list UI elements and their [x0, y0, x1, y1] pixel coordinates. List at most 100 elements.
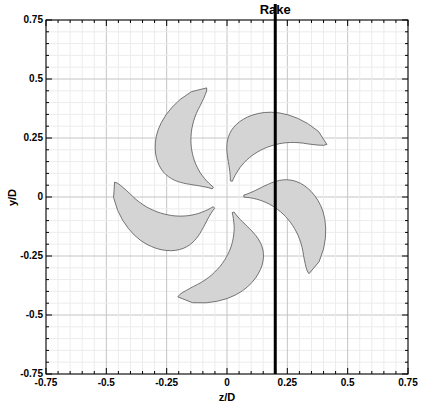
grid-line: [46, 31, 408, 32]
tick: [405, 303, 408, 304]
tick: [46, 20, 47, 26]
tick: [106, 20, 107, 26]
x-tick-label: -0.75: [35, 377, 58, 389]
tick: [299, 371, 300, 374]
tick: [130, 371, 131, 374]
tick: [275, 371, 276, 374]
tick: [130, 20, 131, 23]
tick: [383, 371, 384, 374]
grid-line: [323, 20, 324, 374]
tick: [46, 31, 49, 32]
y-tick-label: -0.25: [20, 250, 43, 262]
tick: [46, 138, 52, 139]
tick: [94, 20, 95, 23]
grid-line: [46, 67, 408, 68]
axis-title: y/D: [7, 188, 20, 205]
tick: [214, 371, 215, 374]
tick: [359, 371, 360, 374]
tick: [154, 20, 155, 23]
tick: [46, 185, 49, 186]
tick: [405, 173, 408, 174]
blade-outline: [114, 182, 215, 251]
grid-line: [46, 173, 408, 174]
tick: [402, 256, 408, 257]
tick: [46, 43, 49, 44]
tick: [46, 338, 49, 339]
grid-line: [383, 20, 384, 374]
tick: [227, 368, 228, 374]
grid: [46, 20, 408, 374]
grid-line: [46, 43, 408, 44]
tick: [82, 371, 83, 374]
tick: [202, 20, 203, 23]
line-label: Rake: [260, 2, 291, 17]
tick: [371, 20, 372, 23]
tick: [58, 371, 59, 374]
tick: [178, 20, 179, 23]
tick: [190, 20, 191, 23]
grid-line: [46, 126, 408, 127]
tick: [46, 114, 49, 115]
grid-line: [46, 55, 408, 56]
tick: [405, 350, 408, 351]
grid-line: [46, 138, 408, 139]
tick: [402, 197, 408, 198]
tick: [46, 197, 52, 198]
tick: [118, 371, 119, 374]
y-tick-label: -0.5: [26, 309, 43, 321]
tick: [405, 185, 408, 186]
tick: [46, 303, 49, 304]
tick: [405, 279, 408, 280]
tick: [405, 267, 408, 268]
tick: [405, 67, 408, 68]
grid-line: [46, 185, 408, 186]
tick: [405, 90, 408, 91]
tick: [70, 20, 71, 23]
tick: [46, 149, 49, 150]
tick: [46, 326, 49, 327]
ticks: [46, 20, 408, 374]
tick: [347, 20, 348, 26]
grid-line: [46, 161, 408, 162]
x-tick-label: -0.25: [155, 377, 178, 389]
tick: [239, 371, 240, 374]
tick: [46, 232, 49, 233]
tick: [46, 102, 49, 103]
blade-outline: [227, 112, 327, 181]
tick: [46, 350, 49, 351]
rake-line: [274, 4, 277, 374]
tick: [46, 220, 49, 221]
grid-line: [46, 90, 408, 91]
tick: [190, 371, 191, 374]
grid-line: [335, 20, 336, 374]
tick: [335, 371, 336, 374]
tick: [239, 20, 240, 23]
tick: [166, 20, 167, 26]
tick: [405, 326, 408, 327]
tick: [82, 20, 83, 23]
tick: [46, 291, 49, 292]
tick: [405, 126, 408, 127]
x-tick-label: 0.25: [278, 377, 297, 389]
tick: [405, 102, 408, 103]
tick: [70, 371, 71, 374]
tick: [46, 126, 49, 127]
tick: [405, 338, 408, 339]
tick: [46, 20, 52, 21]
tick: [166, 368, 167, 374]
y-tick-label: 0.5: [29, 73, 43, 85]
blade-outline: [155, 88, 213, 189]
grid-line: [46, 114, 408, 115]
tick: [94, 371, 95, 374]
tick: [46, 173, 49, 174]
tick: [46, 55, 49, 56]
tick: [405, 114, 408, 115]
tick: [142, 20, 143, 23]
tick: [405, 362, 408, 363]
tick: [405, 220, 408, 221]
tick: [311, 371, 312, 374]
y-tick-label: 0.25: [24, 132, 43, 144]
x-tick-label: 0: [224, 377, 230, 389]
y-tick-label: 0.75: [24, 14, 43, 26]
